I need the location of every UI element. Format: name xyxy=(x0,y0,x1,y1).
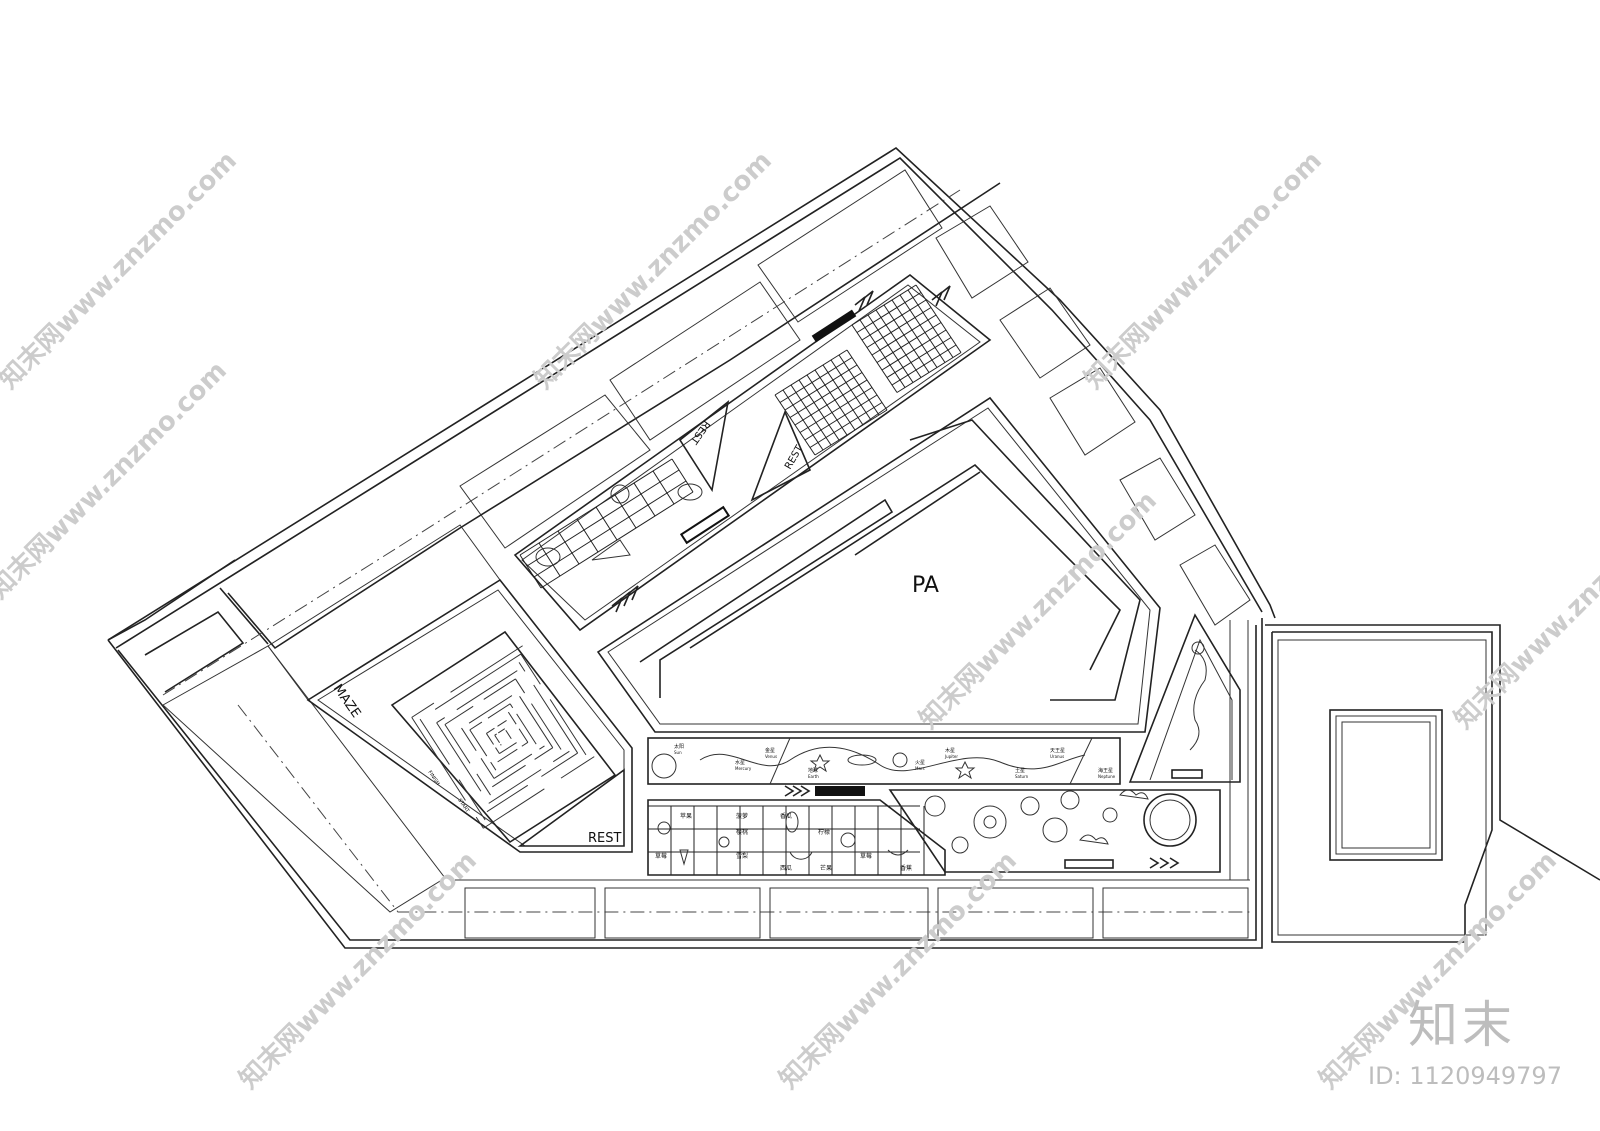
watermark-text: 知末网www.znzmo.com xyxy=(774,846,1023,1095)
fruit-pear: 雪梨 xyxy=(736,852,748,860)
planet-venus: 金星 xyxy=(765,747,775,754)
direction-arrows-south xyxy=(784,785,1180,869)
watermelon-icon xyxy=(789,851,813,860)
south-blocks xyxy=(455,879,1250,939)
watermark-text: 知末网www.znzmo.com xyxy=(914,486,1163,735)
fruit-grid-strip: 苹果 菠萝 樱桃 柠檬 草莓 雪梨 西瓜 芒果 香蕉 草莓 香瓜 xyxy=(647,785,1180,876)
watermarks: 知末网www.znzmo.com 知末网www.znzmo.com 知末网www… xyxy=(0,146,1600,1095)
rest-triangle-top xyxy=(678,400,730,493)
planet-earth-en: Earth xyxy=(808,774,819,779)
planet-earth: 地球 xyxy=(808,767,818,774)
north-blocks xyxy=(162,169,1251,701)
planet-mercury: 水星 xyxy=(735,759,745,766)
planet-neptune-en: Neptune xyxy=(1098,774,1116,779)
fruit-grid xyxy=(647,805,925,876)
maze-area: REST MAZE FINISH START xyxy=(306,578,633,853)
fruit-mango: 芒果 xyxy=(820,864,832,872)
lemon-icon xyxy=(840,832,856,848)
watermark-text: 知末网www.znzmo.com xyxy=(0,146,243,395)
planet-uranus: 天王星 xyxy=(1050,748,1065,754)
fruit-cherry: 樱桃 xyxy=(736,828,748,836)
fruit-lemon: 柠檬 xyxy=(818,828,830,836)
fruit-apple: 苹果 xyxy=(680,812,692,820)
sun-icon xyxy=(651,753,677,779)
solar-system-strip: 太阳 Sun 水星 Mercury 金星 Venus 地球 Earth 火星 M… xyxy=(647,737,1121,785)
amusement-strip xyxy=(888,789,1221,873)
planet-sun: 太阳 xyxy=(674,743,684,750)
hopscotch-grid xyxy=(519,458,694,589)
star-icon xyxy=(954,760,976,780)
west-blocks xyxy=(107,559,1250,913)
watermark-text: 知末网www.znzmo.com xyxy=(1449,486,1600,735)
fruit-watermelon: 西瓜 xyxy=(780,865,792,872)
apple-icon xyxy=(657,821,671,835)
planet-venus-en: Venus xyxy=(765,754,777,759)
watermark-text: 知末网www.znzmo.com xyxy=(1314,846,1563,1095)
jupiter-icon xyxy=(892,752,908,768)
ferris-wheel-icon xyxy=(1143,793,1197,847)
maze-paths xyxy=(411,645,595,829)
watermark-text: 知末网www.znzmo.com xyxy=(0,356,233,605)
dolphin-icon xyxy=(591,539,631,561)
fruit-pineapple: 菠萝 xyxy=(736,812,748,820)
snail-icon xyxy=(677,483,703,501)
planet-neptune: 海王星 xyxy=(1098,767,1113,774)
fruit-strawberry-2: 草莓 xyxy=(860,852,872,860)
snake-head-icon xyxy=(1191,641,1205,655)
chess-grid-b xyxy=(851,284,962,393)
saturn-icon xyxy=(847,754,877,766)
east-snake-strip xyxy=(1128,613,1241,783)
planet-jupiter-en: Jupiter xyxy=(944,754,958,759)
train-icon xyxy=(1064,859,1114,869)
diagonal-play-strip: REST REST xyxy=(513,273,992,632)
crab-icon xyxy=(535,547,561,567)
bird-icon xyxy=(610,484,630,504)
planet-saturn: 土星 xyxy=(1015,767,1025,774)
outer-boundary xyxy=(107,146,1276,949)
fruit-banana: 香蕉 xyxy=(900,864,912,872)
planet-saturn-en: Saturn xyxy=(1015,774,1029,779)
parking-lot: PA xyxy=(596,396,1161,733)
east-annex xyxy=(1229,620,1600,943)
image-id-label: ID: 1120949797 xyxy=(1368,1062,1562,1090)
planet-uranus-en: Uranus xyxy=(1050,754,1064,759)
gear-icon xyxy=(924,795,946,817)
chess-grid-a xyxy=(774,349,888,456)
strawberry-icon xyxy=(679,849,689,866)
banana-icon xyxy=(887,849,909,856)
cloud-icon xyxy=(1079,834,1109,845)
planet-mars: 火星 xyxy=(915,760,925,766)
direction-arrows xyxy=(611,285,951,613)
carousel-icon xyxy=(973,805,1007,839)
cherry-icon xyxy=(718,836,730,848)
watermark-text: 知末网www.znzmo.com xyxy=(529,146,778,395)
maze-label: MAZE xyxy=(330,682,364,721)
pineapple-icon xyxy=(785,811,799,833)
planet-mercury-en: Mercury xyxy=(735,766,752,771)
brand-logo-text: 知末 xyxy=(1408,996,1516,1054)
star-icon xyxy=(809,753,831,773)
cloud-icon xyxy=(1119,789,1149,800)
watermark-text: 知末网www.znzmo.com xyxy=(1079,146,1328,395)
planet-sun-en: Sun xyxy=(674,750,682,755)
sun-small-icon xyxy=(1102,807,1118,823)
planet-jupiter: 木星 xyxy=(945,747,955,754)
planet-mars-en: Mars xyxy=(915,766,925,771)
rest-label-maze: REST xyxy=(588,831,621,846)
fruit-strawberry: 草莓 xyxy=(655,852,667,860)
fruit-cantaloupe: 香瓜 xyxy=(780,812,792,820)
parking-label: PA xyxy=(912,573,939,598)
